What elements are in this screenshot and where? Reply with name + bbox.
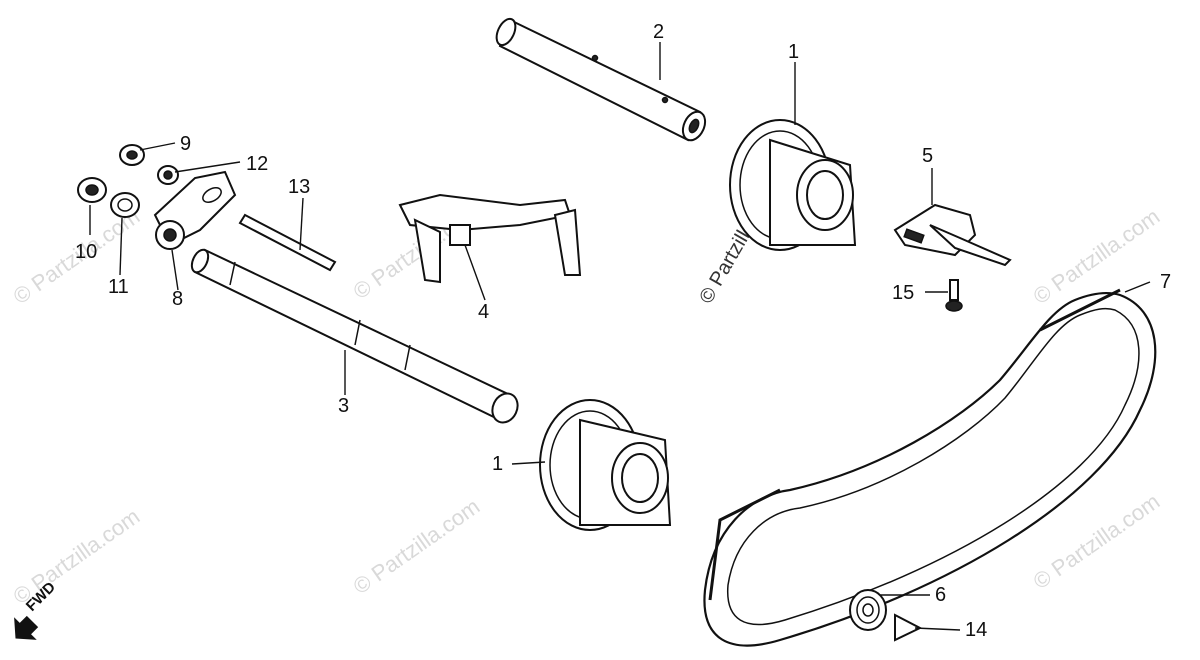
watermark: © Partzilla.com [9,504,145,610]
part-15-bolt [945,279,963,312]
watermark: © Partzilla.com [1029,489,1165,595]
callout-4: 4 [478,301,489,323]
part-5-tensioner [893,203,1012,267]
part-9-nut [119,144,145,166]
part-7-cam-chain [703,288,1157,647]
callout-1-bottom: 1 [492,453,503,475]
part-14-clip [894,613,923,642]
callout-9: 9 [180,133,191,155]
watermark: © Partzilla.com [349,494,485,600]
part-4-shift-fork [398,193,582,284]
callout-13: 13 [288,176,310,198]
part-1-sprocket-bottom [539,399,672,531]
callout-6: 6 [935,584,946,606]
part-1-sprocket-top [729,119,857,251]
part-3-spindle [190,248,519,424]
part-12-washer [157,165,179,185]
callout-labels: 2 1 5 7 15 9 12 13 10 11 8 4 3 1 6 14 [75,21,1171,641]
part-8-shift-arm [153,170,237,250]
part-11-washer [110,192,140,218]
part-6-spring [849,589,887,631]
callout-3: 3 [338,395,349,417]
callout-1-top: 1 [788,41,799,63]
part-2-shaft [495,17,707,142]
callout-10: 10 [75,241,97,263]
callout-2: 2 [653,21,664,43]
fwd-arrow-icon [14,615,39,640]
callout-12: 12 [246,153,268,175]
watermark-layer: © Partzilla.com © Partzilla.com © Partzi… [9,180,1165,609]
part-13-stud [238,213,337,272]
part-10-nut [77,177,107,203]
callout-8: 8 [172,288,183,310]
callout-15: 15 [892,282,914,304]
callout-14: 14 [965,619,987,641]
callout-7: 7 [1160,271,1171,293]
callout-5: 5 [922,145,933,167]
callout-11: 11 [108,276,129,298]
leader-lines [89,42,1151,631]
